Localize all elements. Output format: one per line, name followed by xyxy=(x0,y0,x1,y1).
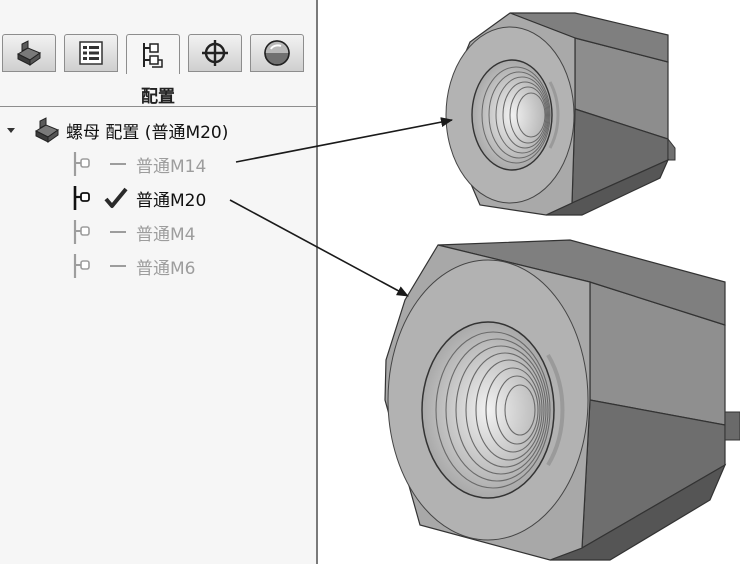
part-icon xyxy=(34,117,60,143)
config-item-label: 普通M4 xyxy=(136,224,196,245)
nut-m20-model[interactable] xyxy=(384,239,740,561)
tab-display-manager[interactable] xyxy=(250,34,304,72)
tree-root-row[interactable]: 螺母 配置 (普通M20) xyxy=(6,117,228,143)
configuration-node-icon xyxy=(73,220,90,244)
configuration-node-icon xyxy=(73,254,90,278)
configuration-node-icon xyxy=(73,152,90,176)
tab-feature-manager[interactable] xyxy=(2,34,56,72)
configuration-manager-panel: 配置 螺母 配置 (普通M20) 普通M14 xyxy=(0,0,318,564)
tree-root-label: 螺母 配置 (普通M20) xyxy=(66,122,229,143)
part-icon xyxy=(16,40,42,66)
tab-configuration-manager[interactable] xyxy=(126,34,180,74)
crosshair-icon xyxy=(202,40,228,66)
config-item-label: 普通M14 xyxy=(136,156,207,177)
config-item-label: 普通M20 xyxy=(136,190,207,211)
configuration-node-icon xyxy=(73,186,90,210)
config-item-m14[interactable]: 普通M14 xyxy=(72,151,206,177)
inactive-dash-icon xyxy=(110,265,126,267)
tab-bar-divider xyxy=(0,106,316,107)
tab-dimxpert-manager[interactable] xyxy=(188,34,242,72)
nut-m14-model[interactable] xyxy=(445,12,676,216)
graphics-viewport[interactable] xyxy=(320,0,740,564)
appearance-sphere-icon xyxy=(264,40,290,66)
collapse-arrow-icon[interactable] xyxy=(6,125,16,135)
config-item-m20[interactable]: 普通M20 xyxy=(72,185,206,211)
tab-property-manager[interactable] xyxy=(64,34,118,72)
panel-title: 配置 xyxy=(141,87,175,107)
config-item-m4[interactable]: 普通M4 xyxy=(72,219,195,245)
viewport-canvas xyxy=(384,12,740,561)
config-item-m6[interactable]: 普通M6 xyxy=(72,253,195,279)
active-check-icon xyxy=(104,187,128,208)
inactive-dash-icon xyxy=(110,231,126,233)
config-item-label: 普通M6 xyxy=(136,258,196,279)
configuration-icon xyxy=(143,42,163,68)
property-list-icon xyxy=(79,41,103,65)
manager-tab-bar xyxy=(0,34,316,107)
inactive-dash-icon xyxy=(110,163,126,165)
